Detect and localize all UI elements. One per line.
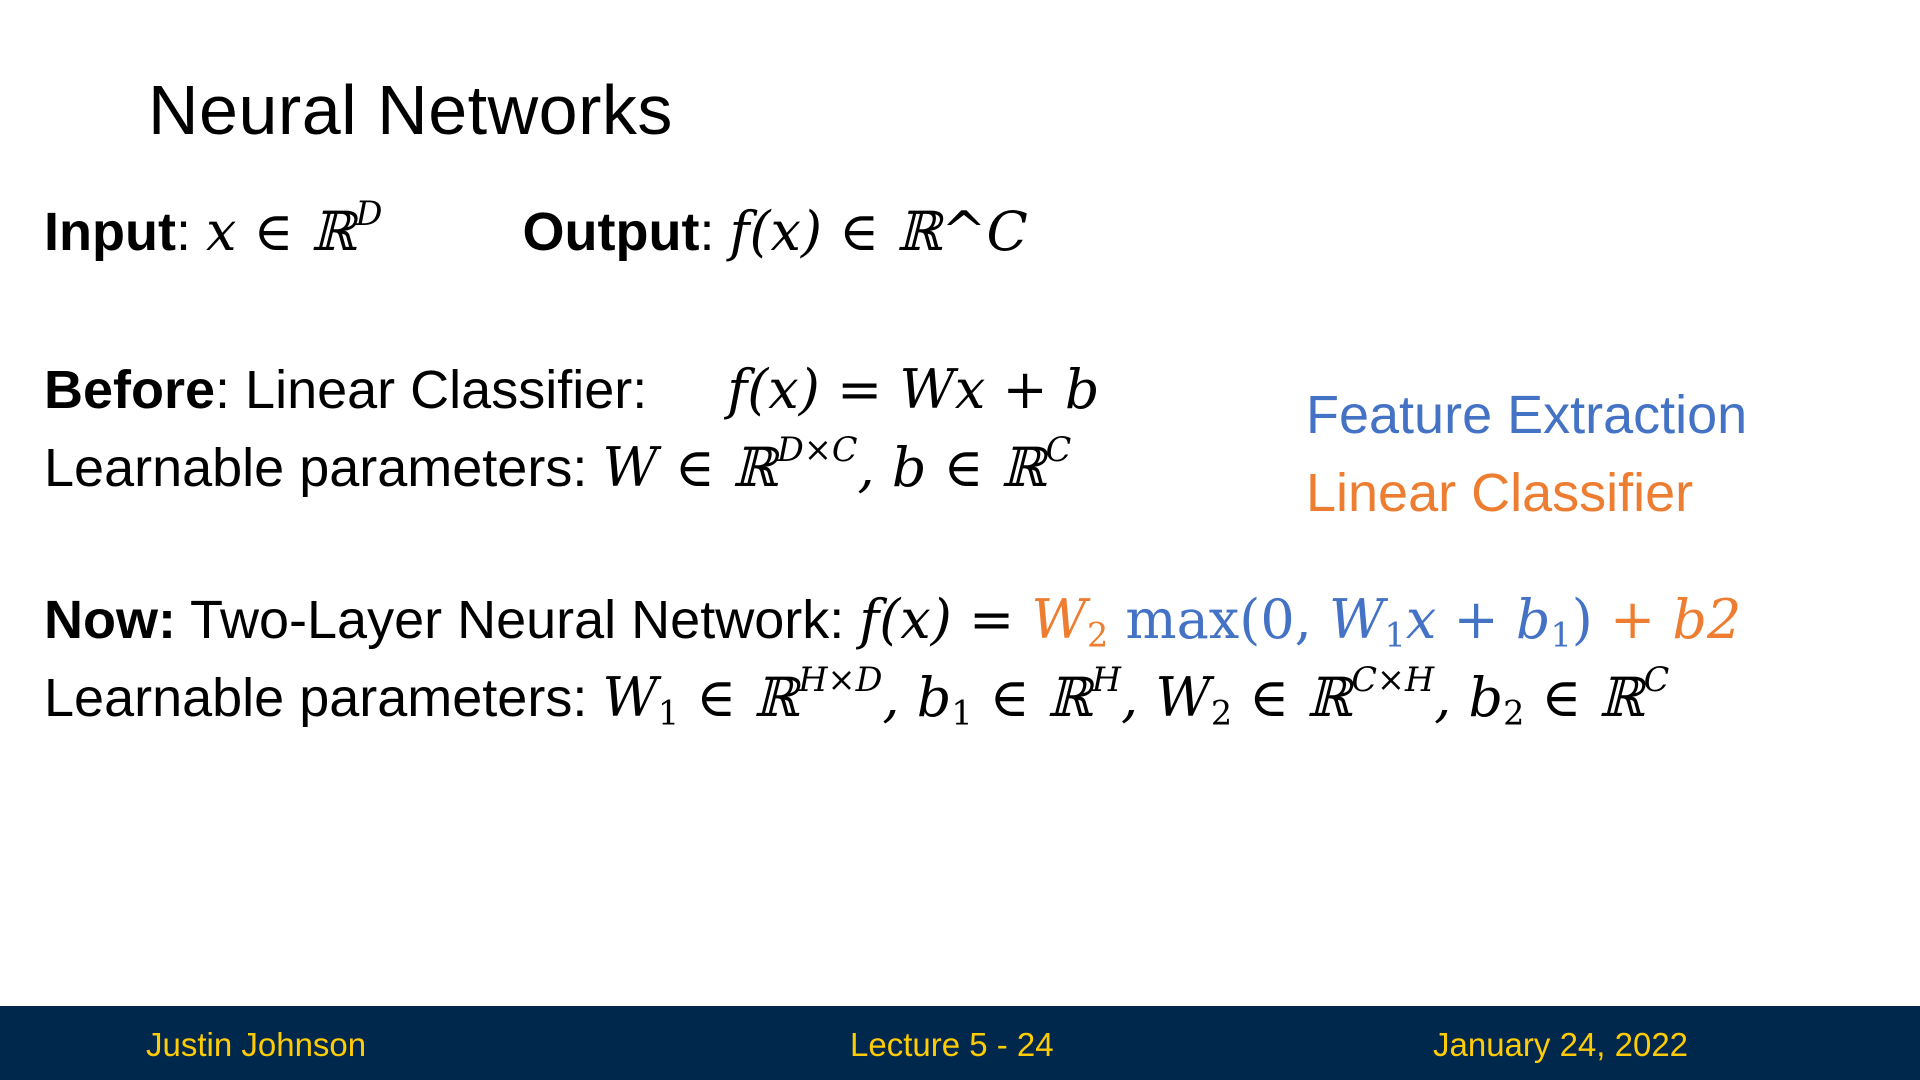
now-text: Two-Layer Neural Network: bbox=[190, 590, 845, 650]
params1-b: , 𝑏 ∈ ℝ bbox=[857, 436, 1046, 499]
params2-w2-in: ∈ ℝ bbox=[1232, 666, 1352, 729]
input-expr-sup: 𝐷 bbox=[355, 193, 383, 233]
params2-b1-sub: 1 bbox=[951, 693, 973, 733]
params1-expression: 𝑊 ∈ ℝ𝐷×𝐶, 𝑏 ∈ ℝ𝐶 bbox=[602, 433, 1071, 499]
params1-b-sup: 𝐶 bbox=[1045, 429, 1072, 469]
params2-w1-sub: 1 bbox=[657, 693, 680, 733]
slide-title: Neural Networks bbox=[148, 71, 673, 149]
params2-w1-in: ∈ ℝ bbox=[679, 666, 799, 729]
params2-b1-in: ∈ ℝ bbox=[972, 666, 1092, 729]
formula-w2-text: 𝑊 bbox=[1031, 588, 1087, 651]
formula-w1: 𝑊1 bbox=[1329, 588, 1406, 655]
legend-feature-extraction: Feature Extraction bbox=[1306, 385, 1748, 445]
params2-w2: , 𝑊 bbox=[1121, 666, 1211, 729]
params2-w1-sup: 𝐻×𝐷 bbox=[798, 659, 883, 699]
footer-bar: Justin Johnson Lecture 5 - 24 January 24… bbox=[0, 1006, 1920, 1080]
params2-text: Learnable parameters: bbox=[44, 668, 588, 728]
formula-w2: 𝑊2 bbox=[1031, 588, 1109, 655]
formula-f-prefix: 𝑓(𝑥) = bbox=[859, 588, 1015, 651]
formula-x-plus-b: 𝑥 + 𝑏1 bbox=[1405, 588, 1572, 655]
input-sep: : bbox=[175, 202, 191, 262]
params2-b1-sup: 𝐻 bbox=[1091, 659, 1121, 699]
before-label: Before bbox=[44, 360, 216, 420]
two-layer-formula: 𝑓(𝑥) = 𝑊2 max(0, 𝑊1𝑥 + 𝑏1) + 𝑏2 bbox=[859, 588, 1742, 655]
params2-b2-sub: 2 bbox=[1503, 693, 1525, 733]
input-output-line: Input: 𝑥 ∈ ℝ𝐷 Output: 𝑓(𝑥) ∈ ℝ^𝐶 bbox=[44, 197, 1028, 263]
output-label: Output bbox=[522, 202, 700, 262]
before-line: Before: Linear Classifier: 𝑓(𝑥) = 𝑊𝑥 + 𝑏 bbox=[44, 358, 1100, 421]
params2-b2: , 𝑏 bbox=[1434, 666, 1504, 729]
input-label: Input bbox=[44, 202, 176, 262]
now-label: Now: bbox=[44, 590, 176, 650]
footer-date: January 24, 2022 bbox=[1433, 1026, 1689, 1063]
params2-w2-sup: 𝐶×𝐻 bbox=[1351, 659, 1435, 699]
learnable-params-line-1: Learnable parameters: 𝑊 ∈ ℝ𝐷×𝐶, 𝑏 ∈ ℝ𝐶 bbox=[44, 433, 1071, 499]
params1-w: 𝑊 ∈ ℝ bbox=[602, 436, 778, 499]
formula-close: ) bbox=[1571, 588, 1593, 651]
formula-w1-text: 𝑊 bbox=[1329, 588, 1385, 651]
formula-x-plus-b-text: 𝑥 + 𝑏 bbox=[1405, 588, 1551, 651]
input-expr-text: 𝑥 ∈ ℝ bbox=[205, 200, 356, 263]
output-sep: : bbox=[699, 202, 715, 262]
params2-expression: 𝑊1 ∈ ℝ𝐻×𝐷, 𝑏1 ∈ ℝ𝐻, 𝑊2 ∈ ℝ𝐶×𝐻, 𝑏2 ∈ ℝ𝐶 bbox=[602, 663, 1669, 733]
legend-linear-classifier: Linear Classifier bbox=[1306, 463, 1694, 523]
footer-lecture: Lecture 5 - 24 bbox=[850, 1026, 1054, 1063]
params2-w1: 𝑊 bbox=[602, 666, 658, 729]
params2-w2-sub: 2 bbox=[1210, 693, 1233, 733]
footer-author: Justin Johnson bbox=[146, 1026, 367, 1063]
formula-w2-sub: 2 bbox=[1086, 615, 1109, 655]
linear-classifier-formula: 𝑓(𝑥) = 𝑊𝑥 + 𝑏 bbox=[727, 358, 1100, 421]
now-line: Now: Two-Layer Neural Network: 𝑓(𝑥) = 𝑊2… bbox=[44, 588, 1742, 655]
input-expression: 𝑥 ∈ ℝ𝐷 bbox=[205, 197, 382, 263]
params1-text: Learnable parameters: bbox=[44, 438, 588, 498]
params2-b1: , 𝑏 bbox=[882, 666, 952, 729]
output-expression: 𝑓(𝑥) ∈ ℝ^𝐶 bbox=[729, 200, 1028, 263]
before-text: : Linear Classifier: bbox=[215, 360, 648, 420]
formula-b1-sub: 1 bbox=[1550, 615, 1572, 655]
formula-plus-b2: + 𝑏2 bbox=[1592, 588, 1742, 651]
params2-b2-sup: 𝐶 bbox=[1643, 659, 1670, 699]
params1-w-sup: 𝐷×𝐶 bbox=[777, 429, 858, 469]
learnable-params-line-2: Learnable parameters: 𝑊1 ∈ ℝ𝐻×𝐷, 𝑏1 ∈ ℝ𝐻… bbox=[44, 663, 1669, 733]
params2-b2-in: ∈ ℝ bbox=[1524, 666, 1644, 729]
formula-max-open: max(0, bbox=[1108, 588, 1330, 651]
formula-w1-sub: 1 bbox=[1384, 615, 1406, 655]
